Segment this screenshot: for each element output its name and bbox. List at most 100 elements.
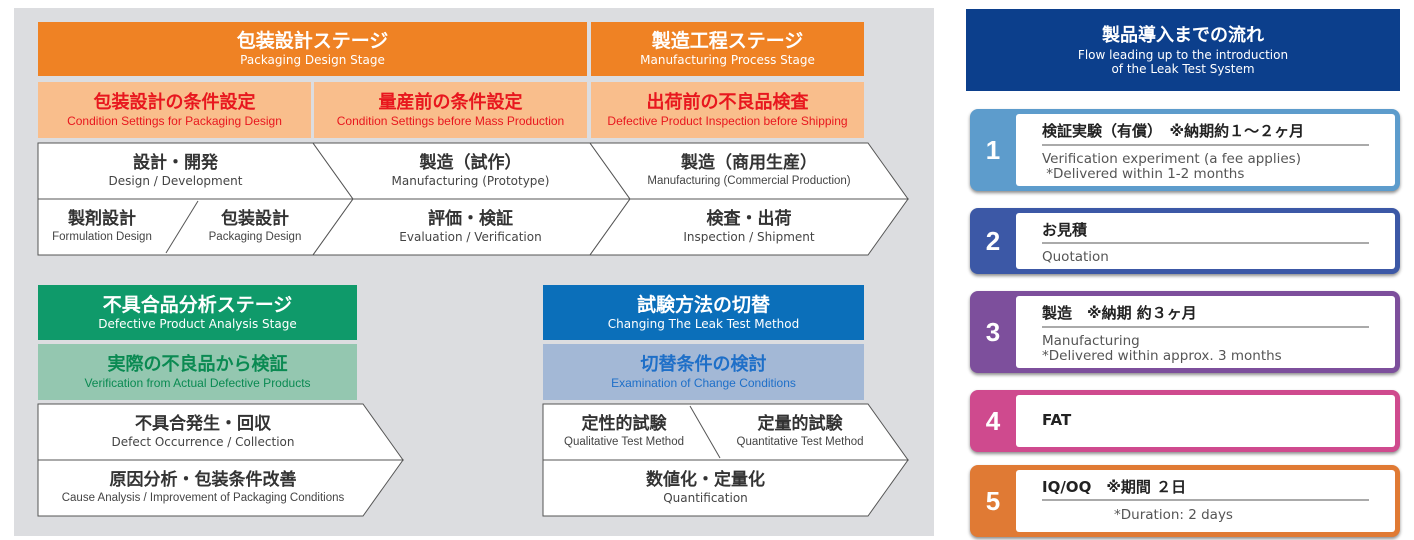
step-card: お見積 Quotation <box>1016 213 1395 269</box>
flow-step-3: 3 製造 ※納期 約３ヶ月 Manufacturing *Delivered w… <box>970 291 1400 373</box>
step-description: Verification experiment (a fee applies) … <box>1042 151 1301 182</box>
step-title: お見積 <box>1042 221 1088 239</box>
pre-mass-production-conditions: 量産前の条件設定 Condition Settings before Mass … <box>314 82 587 138</box>
step-description: *Duration: 2 days <box>1114 507 1233 523</box>
flow-header: 製品導入までの流れ Flow leading up to the introdu… <box>966 9 1400 91</box>
step-divider <box>1042 144 1369 146</box>
condition-title-en: Verification from Actual Defective Produ… <box>84 375 311 390</box>
step-divider <box>1042 326 1369 328</box>
cell-jp: 製造（試作） <box>419 153 522 173</box>
cell-en: Quantitative Test Method <box>736 436 864 448</box>
defective-analysis-stage-header: 不具合品分析ステージ Defective Product Analysis St… <box>38 285 357 340</box>
pre-shipping-inspection: 出荷前の不良品検査 Defective Product Inspection b… <box>591 82 864 138</box>
flow-subtitle-line-2: of the Leak Test System <box>1111 62 1255 76</box>
change-conditions-examination: 切替条件の検討 Examination of Change Conditions <box>543 344 864 400</box>
step-card: FAT <box>1016 395 1395 447</box>
step-number: 4 <box>985 405 1001 436</box>
condition-title-en: Condition Settings before Mass Productio… <box>336 113 565 128</box>
flow-subtitle-line-1: Flow leading up to the introduction <box>1077 48 1289 62</box>
cell-evaluation: 評価・検証 Evaluation / Verification <box>333 201 608 253</box>
step-description: Manufacturing *Delivered within approx. … <box>1042 333 1282 364</box>
step-number: 3 <box>985 316 1001 347</box>
step-divider <box>1042 242 1369 244</box>
flow-step-1: 1 検証実験（有償） ※納期約１～２ヶ月 Verification experi… <box>970 109 1400 191</box>
cell-jp: 製造（商用生産） <box>681 153 817 173</box>
cell-packaging-design: 包装設計 Packaging Design <box>180 201 330 253</box>
changing-method-stage-header: 試験方法の切替 Changing The Leak Test Method <box>543 285 864 340</box>
actual-defective-verification: 実際の不良品から検証 Verification from Actual Defe… <box>38 344 357 400</box>
stage-title-jp: 不具合品分析ステージ <box>102 293 293 316</box>
cell-formulation-design: 製剤設計 Formulation Design <box>38 201 166 253</box>
condition-title-en: Condition Settings for Packaging Design <box>67 113 282 128</box>
cell-en: Inspection / Shipment <box>683 230 815 244</box>
cell-design-development: 設計・開発 Design / Development <box>38 145 313 197</box>
step-card: 検証実験（有償） ※納期約１～２ヶ月 Verification experime… <box>1016 114 1395 186</box>
step-number: 5 <box>985 485 1001 516</box>
cell-jp: 不具合発生・回収 <box>135 414 271 434</box>
chevron-quantification <box>542 459 909 517</box>
cell-mfg-commercial: 製造（商用生産） Manufacturing (Commercial Produ… <box>610 145 888 197</box>
step-divider <box>1042 499 1369 501</box>
stage-title-jp: 試験方法の切替 <box>636 293 770 316</box>
step-number: 2 <box>985 225 1001 256</box>
cell-inspection: 検査・出荷 Inspection / Shipment <box>610 201 888 253</box>
condition-title-jp: 量産前の条件設定 <box>378 91 523 113</box>
cell-cause-analysis: 原因分析・包装条件改善 Cause Analysis / Improvement… <box>38 462 368 514</box>
manufacturing-process-stage-header: 製造工程ステージ Manufacturing Process Stage <box>591 22 864 76</box>
cell-en: Design / Development <box>108 174 243 188</box>
cell-en: Cause Analysis / Improvement of Packagin… <box>61 492 345 504</box>
cell-en: Formulation Design <box>52 231 152 243</box>
cell-jp: 原因分析・包装条件改善 <box>109 470 297 490</box>
cell-jp: 定性的試験 <box>581 414 667 434</box>
cell-jp: 検査・出荷 <box>706 209 792 229</box>
flow-step-2: 2 お見積 Quotation <box>970 208 1400 274</box>
step-title: IQ/OQ ※期間 ２日 <box>1042 478 1187 496</box>
cell-quantitative: 定量的試験 Quantitative Test Method <box>716 406 884 458</box>
stage-title-jp: 包装設計ステージ <box>236 30 389 52</box>
chevron-inspection <box>589 198 909 256</box>
cell-jp: 包装設計 <box>221 209 289 229</box>
cell-jp: 評価・検証 <box>428 209 513 229</box>
cell-en: Manufacturing (Commercial Production) <box>647 175 851 187</box>
stage-title-jp: 製造工程ステージ <box>651 30 804 52</box>
cell-jp: 定量的試験 <box>757 414 843 434</box>
cell-jp: 製剤設計 <box>68 209 136 229</box>
cell-qualitative: 定性的試験 Qualitative Test Method <box>543 406 705 458</box>
stage-title-en: Packaging Design Stage <box>240 53 385 67</box>
cell-en: Qualitative Test Method <box>564 436 684 448</box>
cell-en: Defect Occurrence / Collection <box>111 435 295 449</box>
cell-en: Evaluation / Verification <box>399 230 542 244</box>
condition-title-jp: 包装設計の条件設定 <box>93 91 256 113</box>
cell-en: Packaging Design <box>208 231 302 243</box>
step-title: 検証実験（有償） ※納期約１～２ヶ月 <box>1042 122 1305 140</box>
stage-title-en: Changing The Leak Test Method <box>607 316 800 331</box>
step-card: IQ/OQ ※期間 ２日 *Duration: 2 days <box>1016 470 1395 532</box>
cell-jp: 設計・開発 <box>133 153 218 173</box>
condition-title-jp: 実際の不良品から検証 <box>107 353 288 375</box>
cell-divider <box>689 405 721 459</box>
cell-mfg-prototype: 製造（試作） Manufacturing (Prototype) <box>333 145 608 197</box>
cell-quantification: 数値化・定量化 Quantification <box>543 462 868 514</box>
step-number: 1 <box>985 134 1001 165</box>
stage-title-en: Manufacturing Process Stage <box>640 53 815 67</box>
packaging-design-conditions: 包装設計の条件設定 Condition Settings for Packagi… <box>38 82 311 138</box>
top-chevron-grid <box>37 142 909 517</box>
step-title: 製造 ※納期 約３ヶ月 <box>1042 304 1197 322</box>
condition-title-jp: 出荷前の不良品検査 <box>646 91 809 113</box>
cell-jp: 数値化・定量化 <box>646 470 765 490</box>
cell-defect-occurrence: 不具合発生・回収 Defect Occurrence / Collection <box>38 406 368 458</box>
cell-en: Quantification <box>663 491 748 505</box>
step-description: Quotation <box>1042 249 1109 265</box>
flow-title-jp: 製品導入までの流れ <box>1102 25 1264 46</box>
condition-title-jp: 切替条件の検討 <box>640 353 767 375</box>
flow-step-4: 4 FAT <box>970 390 1400 452</box>
condition-title-en: Defective Product Inspection before Ship… <box>607 113 848 128</box>
packaging-design-stage-header: 包装設計ステージ Packaging Design Stage <box>38 22 587 76</box>
cell-divider <box>165 200 199 254</box>
condition-title-en: Examination of Change Conditions <box>611 375 796 390</box>
stage-title-en: Defective Product Analysis Stage <box>98 316 297 331</box>
chevron-cause-analysis <box>37 459 404 517</box>
flow-step-5: 5 IQ/OQ ※期間 ２日 *Duration: 2 days <box>970 465 1400 537</box>
step-title: FAT <box>1042 411 1072 429</box>
cell-en: Manufacturing (Prototype) <box>391 174 550 188</box>
